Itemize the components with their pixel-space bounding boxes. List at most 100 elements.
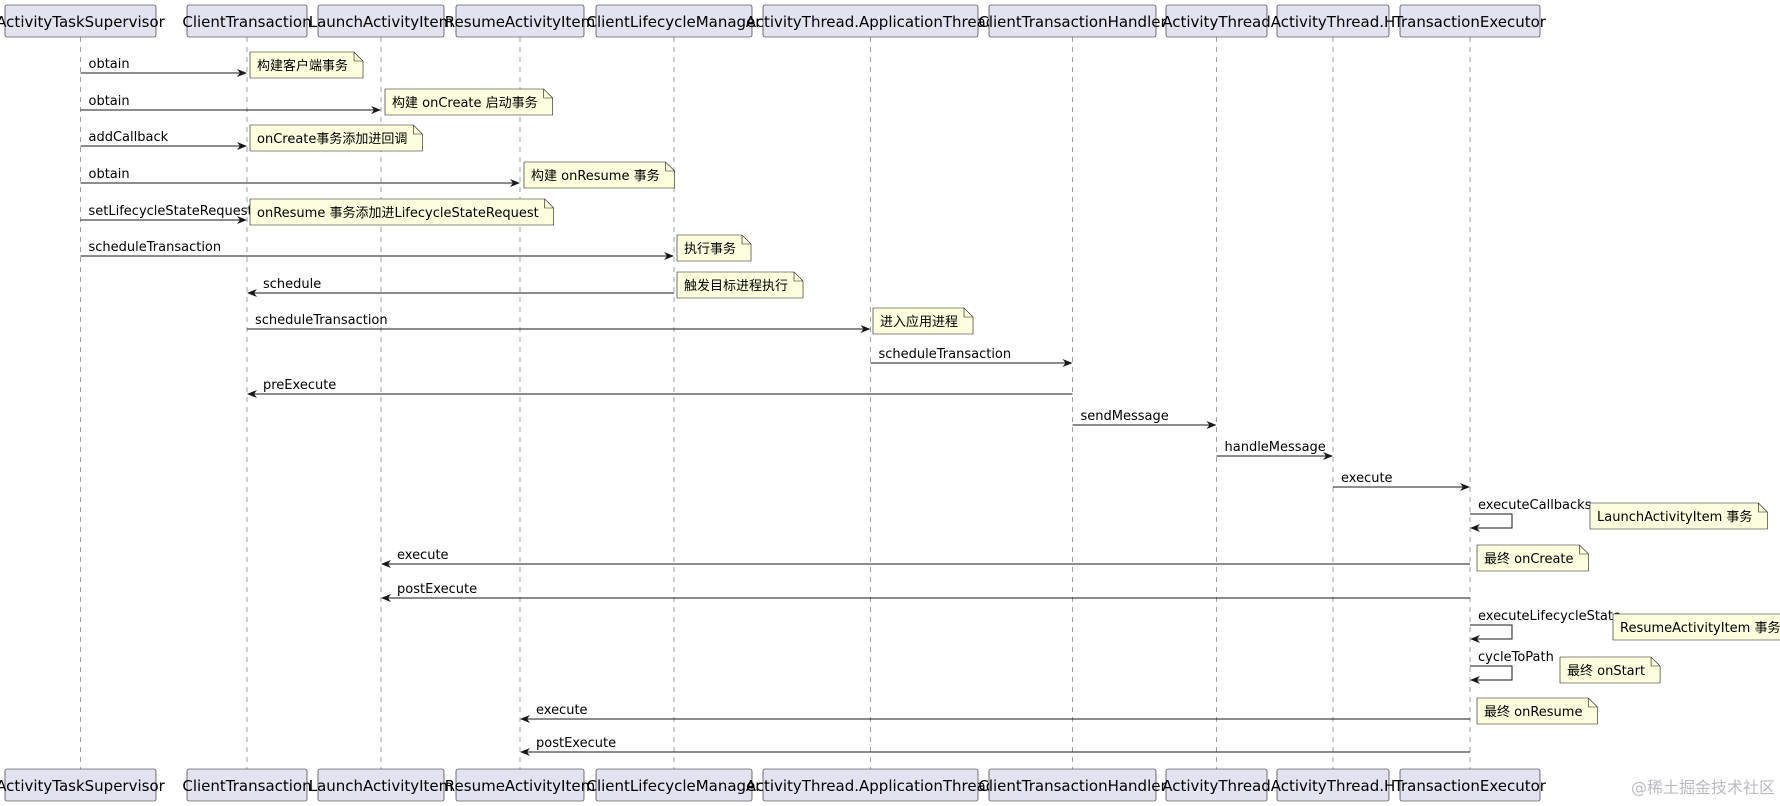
- participant-label: ResumeActivityItem: [445, 13, 595, 31]
- message-7: schedule: [247, 277, 674, 297]
- participant-top-2[interactable]: ClientTransaction: [182, 4, 312, 38]
- participant-bottom-3[interactable]: LaunchActivityItem: [309, 768, 454, 802]
- participant-box: [1399, 4, 1541, 38]
- participant-top-8[interactable]: ActivityThread: [1162, 4, 1271, 38]
- note-fold: [793, 272, 804, 282]
- participant-label: ActivityTaskSupervisor: [0, 777, 166, 795]
- participant-label: ClientLifecycleManager: [587, 777, 763, 795]
- message-label: execute: [1341, 471, 1393, 486]
- participant-bottom-10[interactable]: TransactionExecutor: [1393, 768, 1547, 802]
- participant-label: ActivityThread.H: [1271, 777, 1396, 795]
- participant-top-1[interactable]: ActivityTaskSupervisor: [0, 4, 166, 38]
- message-label: obtain: [89, 167, 130, 182]
- participant-box: [762, 768, 979, 802]
- participant-bottom-1[interactable]: ActivityTaskSupervisor: [0, 768, 166, 802]
- participant-label: LaunchActivityItem: [309, 777, 454, 795]
- note-shape: [1559, 656, 1661, 684]
- participant-box: [988, 4, 1157, 38]
- note-fold: [543, 89, 553, 99]
- message-5: setLifecycleStateRequest: [80, 204, 253, 224]
- participant-box: [1276, 4, 1390, 38]
- note-shape: [249, 51, 364, 79]
- note-2: 构建 onCreate 启动事务: [384, 88, 553, 116]
- note-7: 触发目标进程执行: [676, 271, 804, 299]
- note-shape: [249, 124, 423, 152]
- participant-bottom-4[interactable]: ResumeActivityItem: [445, 768, 595, 802]
- note-shape: [676, 234, 752, 262]
- note-text: LaunchActivityItem 事务: [1597, 509, 1752, 525]
- note-8: 进入应用进程: [872, 307, 974, 335]
- message-19: execute: [520, 703, 1470, 723]
- message-label: postExecute: [536, 736, 616, 751]
- message-17: executeLifecycleState: [1470, 609, 1621, 643]
- participant-bottom-2[interactable]: ClientTransaction: [182, 768, 312, 802]
- participant-bottom-6[interactable]: ActivityThread.ApplicationThread: [746, 768, 996, 802]
- participant-label: ActivityThread: [1162, 777, 1271, 795]
- participant-top-5[interactable]: ClientLifecycleManager: [587, 4, 763, 38]
- participant-label: ActivityThread.ApplicationThread: [746, 13, 996, 31]
- participant-label: LaunchActivityItem: [309, 13, 454, 31]
- note-shape: [872, 307, 974, 335]
- participant-label: ActivityTaskSupervisor: [0, 13, 166, 31]
- message-label: scheduleTransaction: [255, 313, 388, 328]
- participant-top-10[interactable]: TransactionExecutor: [1393, 4, 1547, 38]
- participant-box: [1276, 768, 1390, 802]
- message-2: obtain: [80, 94, 381, 114]
- message-13: execute: [1333, 471, 1470, 491]
- message-label: executeCallbacks: [1478, 498, 1592, 513]
- message-4: obtain: [80, 167, 520, 187]
- participant-box: [455, 768, 585, 802]
- watermark: @稀土掘金技术社区: [1631, 778, 1775, 797]
- message-label: scheduleTransaction: [879, 347, 1012, 362]
- note-fold: [1758, 503, 1768, 513]
- note-1: 构建客户端事务: [249, 51, 364, 79]
- note-fold: [741, 235, 752, 245]
- participant-box: [988, 768, 1157, 802]
- message-15: execute: [381, 548, 1470, 568]
- participant-top-3[interactable]: LaunchActivityItem: [309, 4, 454, 38]
- participant-box: [455, 4, 585, 38]
- participant-label: ResumeActivityItem: [445, 777, 595, 795]
- message-10: preExecute: [247, 378, 1073, 398]
- note-fold: [544, 199, 554, 209]
- participant-label: ClientTransactionHandler: [978, 777, 1167, 795]
- participant-box: [595, 4, 753, 38]
- lifelines: [80, 37, 1471, 769]
- note-12: 最终 onStart: [1559, 656, 1661, 684]
- message-3: addCallback: [80, 130, 247, 150]
- participant-label: TransactionExecutor: [1393, 13, 1547, 31]
- participant-bottom-8[interactable]: ActivityThread: [1162, 768, 1271, 802]
- note-10: 最终 onCreate: [1476, 544, 1589, 572]
- participant-bottom-5[interactable]: ClientLifecycleManager: [587, 768, 763, 802]
- note-text: onCreate事务添加进回调: [257, 131, 407, 147]
- participant-box: [762, 4, 979, 38]
- participant-box: [4, 768, 157, 802]
- participant-bottom-9[interactable]: ActivityThread.H: [1271, 768, 1396, 802]
- note-text: 构建 onCreate 启动事务: [392, 95, 538, 111]
- message-6: scheduleTransaction: [80, 240, 674, 260]
- note-shape: [676, 271, 804, 299]
- participant-box: [186, 768, 308, 802]
- message-1: obtain: [80, 57, 247, 77]
- note-text: 进入应用进程: [880, 314, 958, 330]
- participant-top-9[interactable]: ActivityThread.H: [1271, 4, 1396, 38]
- note-shape: [1476, 697, 1598, 725]
- message-label: cycleToPath: [1478, 650, 1554, 665]
- participant-top-6[interactable]: ActivityThread.ApplicationThread: [746, 4, 996, 38]
- message-14: executeCallbacks: [1470, 498, 1592, 532]
- participant-top-4[interactable]: ResumeActivityItem: [445, 4, 595, 38]
- message-11: sendMessage: [1072, 409, 1217, 429]
- message-label: handleMessage: [1225, 440, 1326, 455]
- note-4: 构建 onResume 事务: [523, 161, 675, 189]
- note-shape: [1476, 544, 1589, 572]
- message-16: postExecute: [381, 582, 1470, 602]
- participant-bottom-7[interactable]: ClientTransactionHandler: [978, 768, 1167, 802]
- message-label: postExecute: [397, 582, 477, 597]
- note-3: onCreate事务添加进回调: [249, 124, 423, 152]
- note-13: 最终 onResume: [1476, 697, 1598, 725]
- participant-top-7[interactable]: ClientTransactionHandler: [978, 4, 1167, 38]
- participant-label: ActivityThread.ApplicationThread: [746, 777, 996, 795]
- participants-top: ActivityTaskSupervisor ClientTransactionL…: [0, 4, 1547, 38]
- participant-label: TransactionExecutor: [1393, 777, 1547, 795]
